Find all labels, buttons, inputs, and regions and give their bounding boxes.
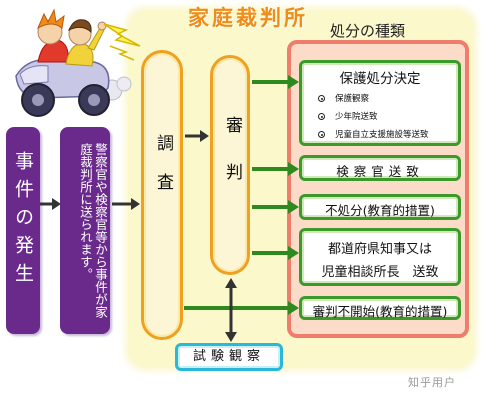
no-disposition-label: 不処分(教育的措置) — [325, 203, 435, 218]
arrow-trial-to-no-disposition — [252, 200, 299, 214]
prosecutor-referral-label: 検察官送致 — [336, 164, 424, 179]
arrow-trial-to-governor — [252, 246, 299, 260]
arrow-trial-to-protective — [252, 75, 299, 89]
trial-label: 審判 — [222, 116, 242, 210]
trial-pill — [210, 55, 250, 275]
list-item: 少年院送致 — [318, 110, 378, 122]
bullet-icon — [318, 131, 325, 138]
protective-item-reformatory: 少年院送致 — [335, 112, 378, 122]
referral-box: 警察官や検察官等から事件が家庭裁判所に送られます。 — [60, 127, 110, 334]
bullet-icon — [318, 113, 325, 120]
no-disposition-box: 不処分(教育的措置) — [299, 194, 461, 220]
no-trial-box: 審判不開始(教育的措置) — [299, 296, 461, 320]
referral-label: 警察官や検察官等から事件が家庭裁判所に送られます。 — [78, 143, 108, 318]
no-trial-label: 審判不開始(教育的措置) — [312, 304, 448, 319]
incident-box: 事件の発生 — [6, 127, 40, 334]
arrow-investigation-to-no-trial — [184, 301, 299, 315]
probation-observation-label: 試験観察 — [192, 349, 265, 364]
lightning-icon — [103, 23, 141, 61]
motorcycle-riders-illustration — [15, 8, 132, 117]
arrow-trial-to-prosecutor — [252, 162, 299, 176]
disposal-types-title: 処分の種類 — [330, 22, 406, 40]
investigation-pill — [141, 50, 183, 340]
list-item: 児童自立支援施設等送致 — [318, 128, 429, 140]
arrow-trial-probation-bidirectional — [225, 278, 237, 342]
arrow-investigation-to-trial — [185, 130, 209, 142]
protective-item-support-facility: 児童自立支援施設等送致 — [335, 130, 429, 140]
list-item: 保護観察 — [318, 92, 369, 104]
prosecutor-referral-box: 検察官送致 — [299, 155, 461, 181]
protective-item-probation: 保護観察 — [335, 94, 370, 104]
family-court-title: 家庭裁判所 — [188, 5, 308, 30]
protective-measures-label: 保護処分決定 — [339, 71, 421, 87]
protective-measures-box: 保護処分決定 保護観察 少年院送致 児童自立支援施設等送致 — [299, 60, 461, 146]
governor-referral-box: 都道府県知事又は 児童相談所長 送致 — [299, 228, 461, 286]
governor-referral-line2: 児童相談所長 送致 — [321, 265, 439, 280]
incident-label: 事件の発生 — [12, 151, 34, 291]
arrow-incident-to-referral — [40, 198, 61, 210]
investigation-label: 調査 — [153, 134, 173, 212]
arrow-referral-to-investigation — [112, 198, 140, 210]
governor-referral-line1: 都道府県知事又は — [327, 242, 432, 257]
bullet-icon — [318, 95, 325, 102]
watermark: 知乎用户 — [408, 376, 456, 389]
probation-observation-box: 試験観察 — [175, 343, 283, 371]
